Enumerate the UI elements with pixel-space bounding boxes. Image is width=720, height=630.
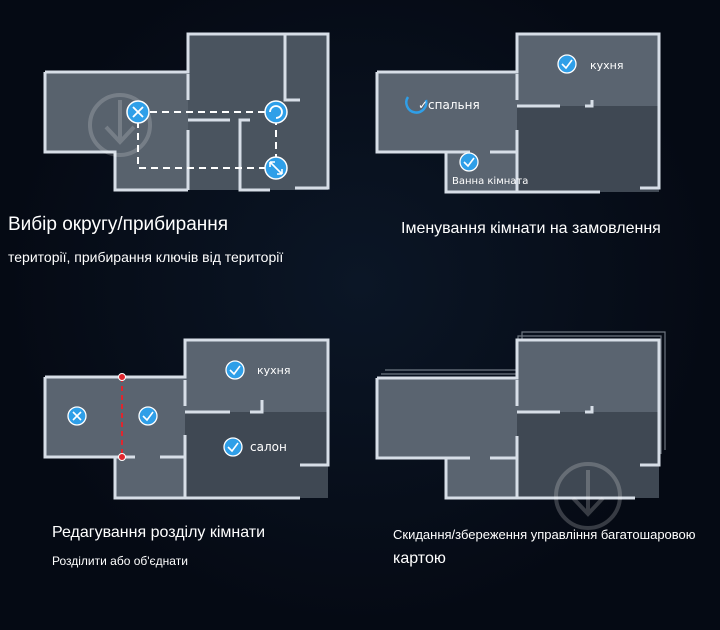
zone-selection-box[interactable] xyxy=(137,111,277,169)
bathroom-check-icon[interactable] xyxy=(459,152,479,172)
panel-room-division: кухня салон Редагування розділу кімнати … xyxy=(0,300,360,630)
caption-zone-title: Вибір округу/прибирання xyxy=(8,214,229,235)
room-label-bedroom[interactable]: ✓спальня xyxy=(418,98,480,112)
kitchen-check-icon[interactable] xyxy=(225,360,245,380)
map-floor xyxy=(377,34,659,192)
kitchen-check-icon[interactable] xyxy=(557,54,577,74)
floor-map-zone xyxy=(43,32,330,192)
bedroom-check-icon[interactable] xyxy=(405,96,428,114)
room-label-bathroom[interactable]: Ванна кімната xyxy=(452,176,529,187)
watermark-download-icon xyxy=(554,462,622,530)
room-a-delete-icon[interactable] xyxy=(67,406,87,426)
zone-resize-icon[interactable] xyxy=(264,156,288,180)
split-handle-bottom[interactable] xyxy=(118,453,126,461)
room-label-kitchen[interactable]: кухня xyxy=(590,59,624,72)
split-handle-top[interactable] xyxy=(118,373,126,381)
map-walls xyxy=(375,32,661,194)
zone-rotate-icon[interactable] xyxy=(264,100,288,124)
caption-naming-title: Іменування кімнати на замовлення xyxy=(401,220,661,237)
caption-division-subtitle: Розділити або об'єднати xyxy=(52,554,188,568)
floor-map-naming xyxy=(375,32,661,194)
caption-multilayer-subtitle: картою xyxy=(393,550,446,567)
room-label-living[interactable]: салон xyxy=(250,440,287,454)
floor-map-multilayer xyxy=(375,331,666,530)
zone-delete-icon[interactable] xyxy=(126,100,150,124)
map-floor xyxy=(45,340,328,498)
map-floor xyxy=(377,340,659,498)
room-b-check-icon[interactable] xyxy=(138,406,158,426)
caption-division-title: Редагування розділу кімнати xyxy=(52,524,266,541)
panel-multilayer-map: Скидання/збереження управління багатошар… xyxy=(360,300,720,630)
floor-map-division xyxy=(43,338,330,500)
caption-multilayer-title: Скидання/збереження управління багатошар… xyxy=(393,527,696,542)
map-walls xyxy=(375,338,661,500)
panel-room-naming: ✓спальня кухня Ванна кімната Іменування … xyxy=(360,0,720,300)
watermark-download-icon xyxy=(88,93,152,157)
panel-zone-cleaning: Вибір округу/прибирання території, приби… xyxy=(0,0,360,300)
map-layer-back xyxy=(381,331,666,454)
caption-zone-subtitle: території, прибирання ключів від територ… xyxy=(8,249,284,265)
room-label-kitchen[interactable]: кухня xyxy=(257,364,291,377)
living-check-icon[interactable] xyxy=(223,437,243,457)
map-walls xyxy=(43,32,330,192)
